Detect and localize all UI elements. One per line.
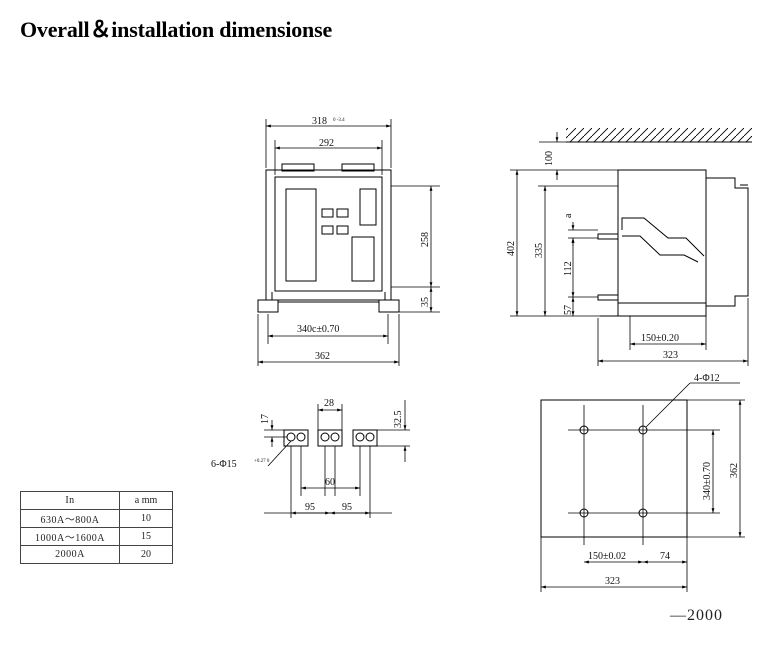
front-body-outline: [265, 169, 392, 301]
table-row: 1000A～1600A 15: [20, 527, 173, 546]
table-cell-in: 1000A～1600A: [20, 527, 120, 546]
terminal-pitch-left: 95: [305, 502, 315, 513]
mount-hole: [579, 425, 589, 435]
terminal-view: 28 17 32.5 6-Φ15 +0.27 0 60 95 95: [211, 398, 410, 518]
table-row: 630A～800A 10: [20, 509, 173, 528]
terminal-hole-note: 6-Φ15: [211, 459, 237, 470]
mount-hole: [638, 508, 648, 518]
mounting-view: 4-Φ12 340±0.70 362 150±0.02 74 323: [540, 373, 745, 592]
side-view: 100 402 335 a 112 57 150±0.20 323: [506, 128, 752, 366]
side-terminal-height: 112: [563, 261, 574, 276]
mount-hole-spacing-v: 340±0.70: [702, 462, 713, 500]
front-panel: [274, 176, 383, 292]
front-mount-spacing: 340c±0.70: [297, 324, 339, 335]
mount-plate-height: 362: [729, 463, 740, 478]
front-height-lower: 35: [420, 297, 431, 307]
front-display-module: [285, 188, 317, 282]
terminal-center-spacing: 60: [325, 477, 335, 488]
terminal-height-small: 17: [260, 414, 271, 424]
mount-plate-width: 323: [605, 576, 620, 587]
side-mount-spacing: 150±0.20: [641, 333, 679, 344]
terminal-height: 32.5: [393, 411, 404, 429]
terminal-hole-tol: +0.27 0: [254, 459, 270, 464]
side-top-clearance: 100: [544, 151, 555, 166]
front-top-width: 318: [312, 116, 327, 127]
terminal-pitch-small: 28: [324, 398, 334, 409]
terminal-block-left: [283, 429, 309, 447]
side-total-height: 402: [506, 241, 517, 256]
mount-edge-offset: 74: [660, 551, 670, 562]
terminal-block-center: [317, 429, 343, 447]
side-offset-a: a: [563, 213, 574, 218]
table-row: 2000A 20: [20, 545, 173, 564]
mounting-plate: [540, 399, 688, 538]
side-bottom-height: 57: [563, 305, 574, 315]
table-header-a: a mm: [119, 491, 173, 510]
table-cell-in: 630A～800A: [20, 509, 120, 528]
current-rating-table: In a mm 630A～800A 10 1000A～1600A 15 2000…: [20, 491, 173, 564]
page-title: Overall＆installation dimensionse: [20, 17, 333, 42]
table-cell-in: 2000A: [20, 545, 120, 564]
ceiling-hatch: [566, 128, 752, 142]
side-body-height: 335: [534, 243, 545, 258]
table-header-row: In a mm: [20, 491, 173, 510]
front-base-width: 362: [315, 351, 330, 362]
mount-hole: [579, 508, 589, 518]
mount-hole-note: 4-Φ12: [694, 373, 720, 384]
table-header-in: In: [20, 491, 120, 510]
table-cell-a: 10: [119, 509, 173, 528]
table-cell-a: 20: [119, 545, 173, 564]
terminal-block-right: [352, 429, 378, 447]
mount-hole-spacing-h: 150±0.02: [588, 551, 626, 562]
table-cell-a: 15: [119, 527, 173, 546]
mount-hole: [638, 425, 648, 435]
side-depth: 323: [663, 350, 678, 361]
terminal-pitch-right: 95: [342, 502, 352, 513]
front-view: 318 0 -3.4 292 258 35 340c±0.70 362: [257, 116, 440, 366]
front-top-width-tol: 0 -3.4: [333, 118, 345, 123]
front-height-upper: 258: [420, 232, 431, 247]
front-inner-width: 292: [319, 138, 334, 149]
model-suffix: —2000: [670, 607, 723, 624]
side-body-outline: [617, 169, 749, 317]
